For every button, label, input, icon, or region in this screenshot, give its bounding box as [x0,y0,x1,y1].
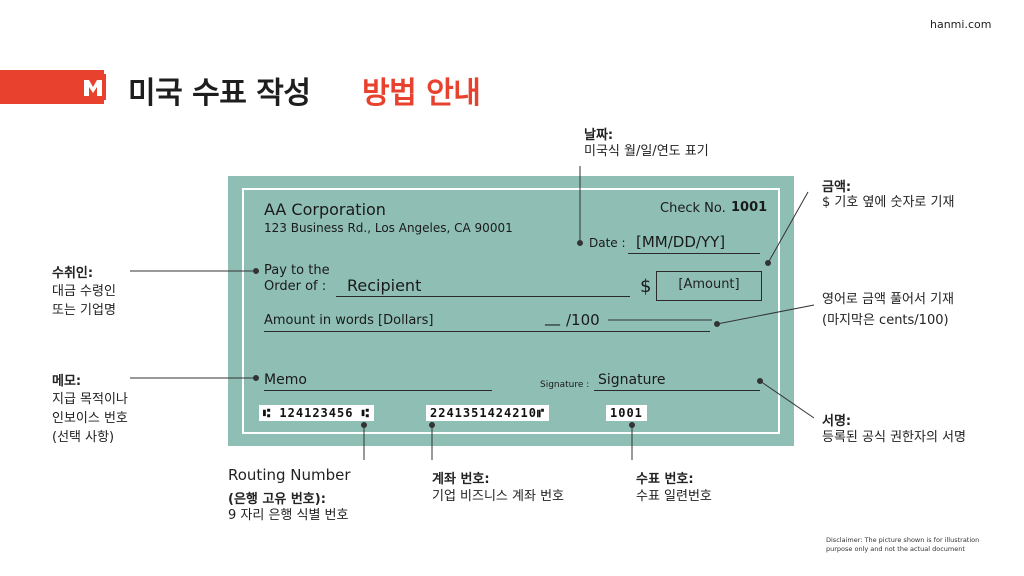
date-annotation-heading: 날짜: [584,128,614,143]
check-number-label: Check No. [660,201,726,216]
memo-annotation-line1: 지급 목적이나 [52,392,128,407]
date-annotation-body: 미국식 월/일/연도 표기 [584,144,709,159]
routing-annotation-sub: (은행 고유 번호): [228,492,326,507]
words-annotation-line2: (마지막은 cents/100) [822,313,949,328]
cents-fraction: /100 [566,311,600,329]
recipient-annotation-line2: 또는 기업명 [52,303,116,318]
memo-annotation-line3: (선택 사항) [52,430,115,445]
checknum-annotation-heading: 수표 번호: [636,472,694,487]
amount-in-words: Amount in words [Dollars] [264,313,434,328]
dollar-sign: $ [640,276,652,297]
routing-annotation-heading: Routing Number [228,466,351,484]
date-underline [628,253,760,254]
signature-annotation-body: 등록된 공식 권한자의 서명 [822,430,966,445]
amount-box: [Amount] [656,271,762,301]
memo-underline [264,390,492,391]
micr-routing-number: ⑆ 124123456 ⑆ [259,405,374,421]
page-title: 미국 수표 작성 [128,76,311,111]
recipient-field: Recipient [347,276,422,295]
signature-field: Signature [598,372,666,388]
recipient-annotation-heading: 수취인: [52,266,94,281]
hanmi-logo-icon [80,74,106,100]
recipient-annotation-line1: 대금 수령인 [52,284,116,299]
micr-account-number: 2241351424210⑈ [426,405,550,421]
routing-annotation-body: 9 자리 은행 식별 번호 [228,508,349,523]
pay-to-label-line2: Order of : [264,279,327,294]
signature-underline [594,390,760,391]
site-url: hanmi.com [930,18,992,31]
memo-annotation-heading: 메모: [52,374,82,389]
amount-words-underline [264,331,710,332]
memo-label: Memo [264,372,307,388]
account-annotation-heading: 계좌 번호: [432,472,490,487]
micr-check-number: 1001 [606,405,647,421]
signature-annotation-heading: 서명: [822,414,852,429]
date-label: Date : [589,236,626,250]
check-number: 1001 [731,200,768,215]
date-field: [MM/DD/YY] [636,233,726,251]
cents-blank: __ [545,308,560,326]
signature-label: Signature : [540,380,590,390]
amount-annotation-body: $ 기호 옆에 숫자로 기재 [822,195,955,210]
page-title-highlight: 방법 안내 [362,76,481,111]
company-name: AA Corporation [264,200,386,219]
checknum-annotation-body: 수표 일련번호 [636,489,712,504]
recipient-underline [336,296,630,297]
disclaimer: Disclaimer: The picture shown is for ill… [826,536,980,553]
memo-annotation-line2: 인보이스 번호 [52,411,128,426]
amount-annotation-heading: 금액: [822,180,852,195]
pay-to-label-line1: Pay to the [264,263,330,278]
words-annotation-line1: 영어로 금액 풀어서 기재 [822,292,954,307]
company-address: 123 Business Rd., Los Angeles, CA 90001 [264,221,513,235]
account-annotation-body: 기업 비즈니스 계좌 번호 [432,489,564,504]
